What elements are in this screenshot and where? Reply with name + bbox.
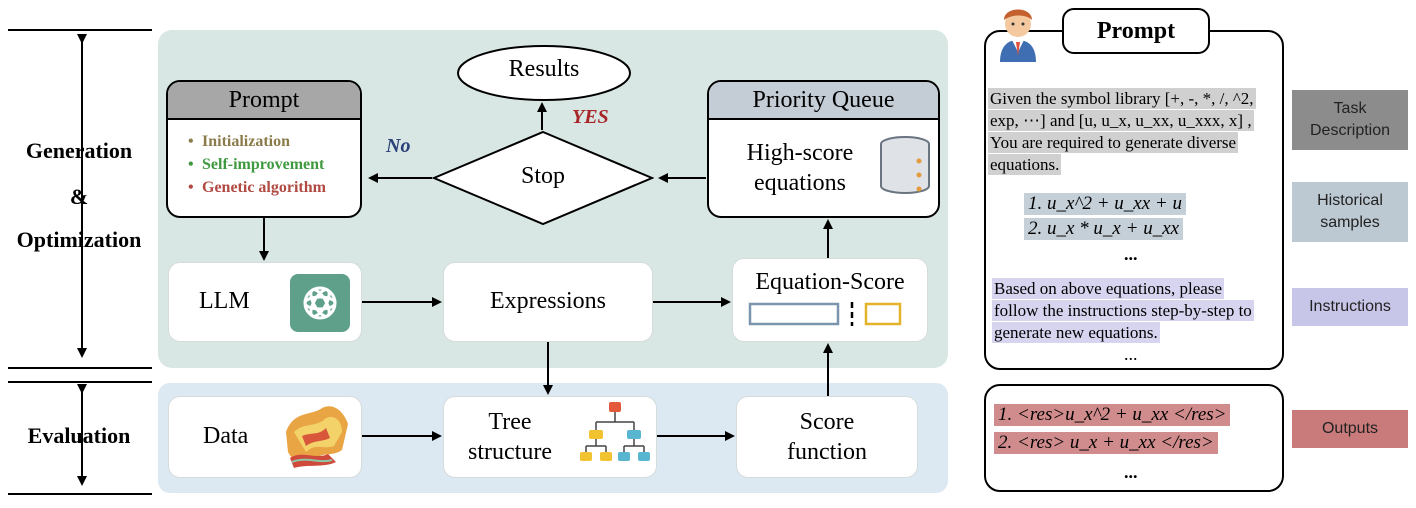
strategy-genetic-algorithm: Genetic algorithm [188, 176, 360, 199]
instructions-dots: ... [1124, 344, 1138, 364]
expressions-label: Expressions [490, 288, 606, 315]
prompt-box-title: Prompt [168, 82, 360, 120]
no-label: No [386, 135, 411, 157]
equation-score-box: Equation-Score [732, 258, 928, 342]
results-label: Results [508, 56, 580, 82]
tag-instructions: Instructions [1292, 288, 1408, 326]
strategy-initialization: Initialization [188, 130, 360, 153]
tree-structure-text: Tree structure [468, 407, 552, 467]
task-text: Given the symbol library [+, -, *, /, ^2… [988, 88, 1256, 175]
yes-label: YES [572, 106, 609, 128]
strategy-self-improvement: Self-improvement [188, 153, 360, 176]
label-evaluation: Evaluation [27, 423, 131, 448]
high-score-line1: High-score [746, 140, 854, 166]
score-line2: function [787, 439, 867, 465]
user-avatar-icon [1000, 9, 1036, 62]
tree-structure-box: Tree structure [443, 396, 657, 478]
score-function-box: Score function [736, 396, 918, 478]
tag-historical-samples: Historical samples [1292, 182, 1408, 242]
score-line1: Score [799, 409, 855, 435]
results-node [457, 45, 631, 101]
data-label: Data [203, 423, 249, 450]
label-generation: Generation [25, 138, 133, 163]
label-optimization: Optimization [16, 227, 142, 252]
outputs-card [984, 384, 1284, 492]
instructions-span: Based on above equations, please follow … [992, 278, 1254, 343]
stop-label: Stop [520, 163, 565, 189]
prompt-strategy-list: Initialization Self-improvement Genetic … [184, 130, 360, 199]
high-score-text: High-score equations [725, 138, 875, 198]
prompt-card-title: Prompt [1062, 8, 1210, 54]
tree-icon [580, 402, 650, 461]
tag-outputs: Outputs [1292, 410, 1408, 448]
score-function-text: Score function [787, 407, 867, 467]
outputs-dots: ... [1124, 462, 1138, 482]
label-amp: & [69, 184, 89, 209]
llm-label: LLM [199, 288, 250, 315]
tree-line1: Tree [488, 409, 532, 435]
database-icon [880, 136, 930, 194]
output-1: 1. <res>u_x^2 + u_xx </res> [994, 404, 1231, 426]
priority-queue-box: Priority Queue High-score equations [707, 80, 940, 218]
tree-line2: structure [468, 439, 552, 465]
expressions-box: Expressions [443, 262, 653, 342]
prompt-box: Prompt Initialization Self-improvement G… [166, 80, 362, 218]
history-eq-2: 2. u_x * u_x + u_xx [1024, 218, 1184, 240]
history-dots: ... [1124, 244, 1138, 264]
equation-score-label: Equation-Score [755, 269, 905, 295]
instructions-text: Based on above equations, please follow … [992, 278, 1264, 344]
tag-task-description: Task Description [1292, 90, 1408, 150]
priority-queue-title: Priority Queue [709, 82, 938, 120]
equation-score-slots [748, 302, 902, 326]
task-description-text: Given the symbol library [+, -, *, /, ^2… [988, 88, 1258, 176]
history-eq-1: 1. u_x^2 + u_xx + u [1024, 193, 1186, 215]
stop-node [432, 130, 654, 226]
data-surface-icon [286, 406, 348, 468]
output-2: 2. <res> u_x + u_xx </res> [994, 432, 1218, 454]
high-score-line2: equations [754, 170, 846, 196]
openai-icon [290, 274, 350, 332]
